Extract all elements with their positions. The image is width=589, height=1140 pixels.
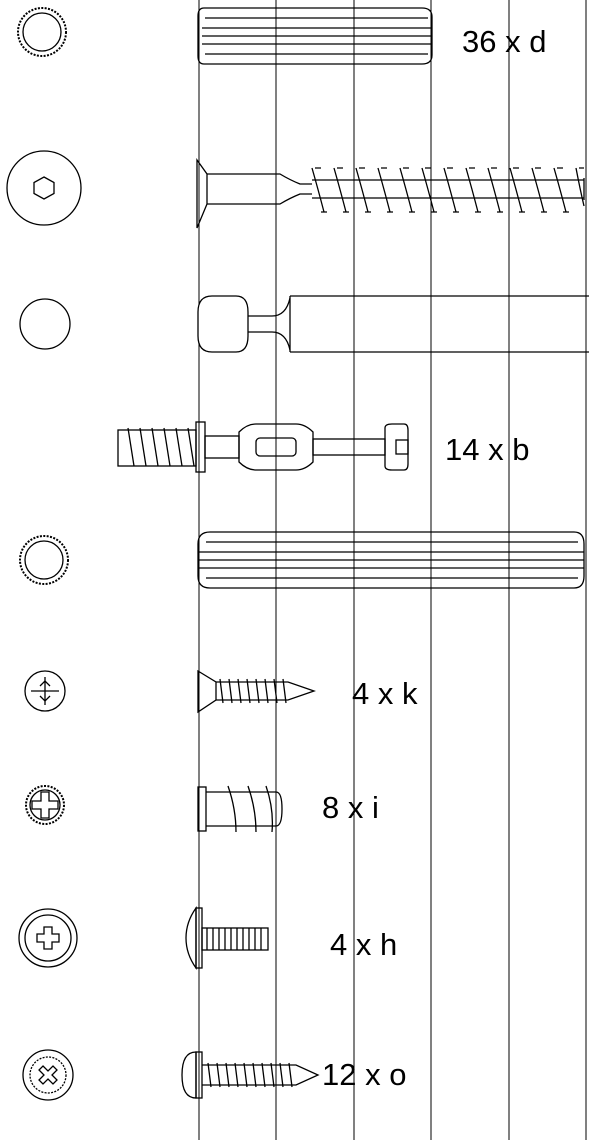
hex-socket-head-icon <box>6 150 82 226</box>
cam-screw-threads <box>311 167 585 213</box>
quantity-label-k: 4 x k <box>352 676 418 711</box>
short-dowel-part <box>197 7 433 65</box>
phillips-pan-head-icon <box>22 1049 74 1101</box>
quantity-label-o: 12 x o <box>322 1057 407 1092</box>
long-dowel-part <box>197 531 585 589</box>
quantity-label-b: 14 x b <box>445 432 530 467</box>
countersunk-screw-part <box>197 669 316 714</box>
quantity-label-h: 4 x h <box>330 927 398 962</box>
knurled-dowel-end-icon <box>17 7 67 57</box>
phillips-socket-insert-icon <box>25 785 65 825</box>
ruler-lines <box>198 0 587 1140</box>
phillips-wafer-head-icon <box>18 908 78 968</box>
quantity-label-i: 8 x i <box>322 790 379 825</box>
connector-bolt-part <box>117 421 409 473</box>
knurled-dowel-end-icon <box>19 535 69 585</box>
quantity-label-d: 36 x d <box>462 24 547 59</box>
wafer-head-screw-part <box>185 905 269 971</box>
phillips-countersunk-head-icon <box>24 670 66 712</box>
round-head-icon <box>19 298 71 350</box>
pan-head-screw-part <box>181 1051 320 1099</box>
threaded-insert-part <box>197 785 283 833</box>
cam-screw-part <box>196 157 585 229</box>
connector-pin-part <box>197 295 589 353</box>
